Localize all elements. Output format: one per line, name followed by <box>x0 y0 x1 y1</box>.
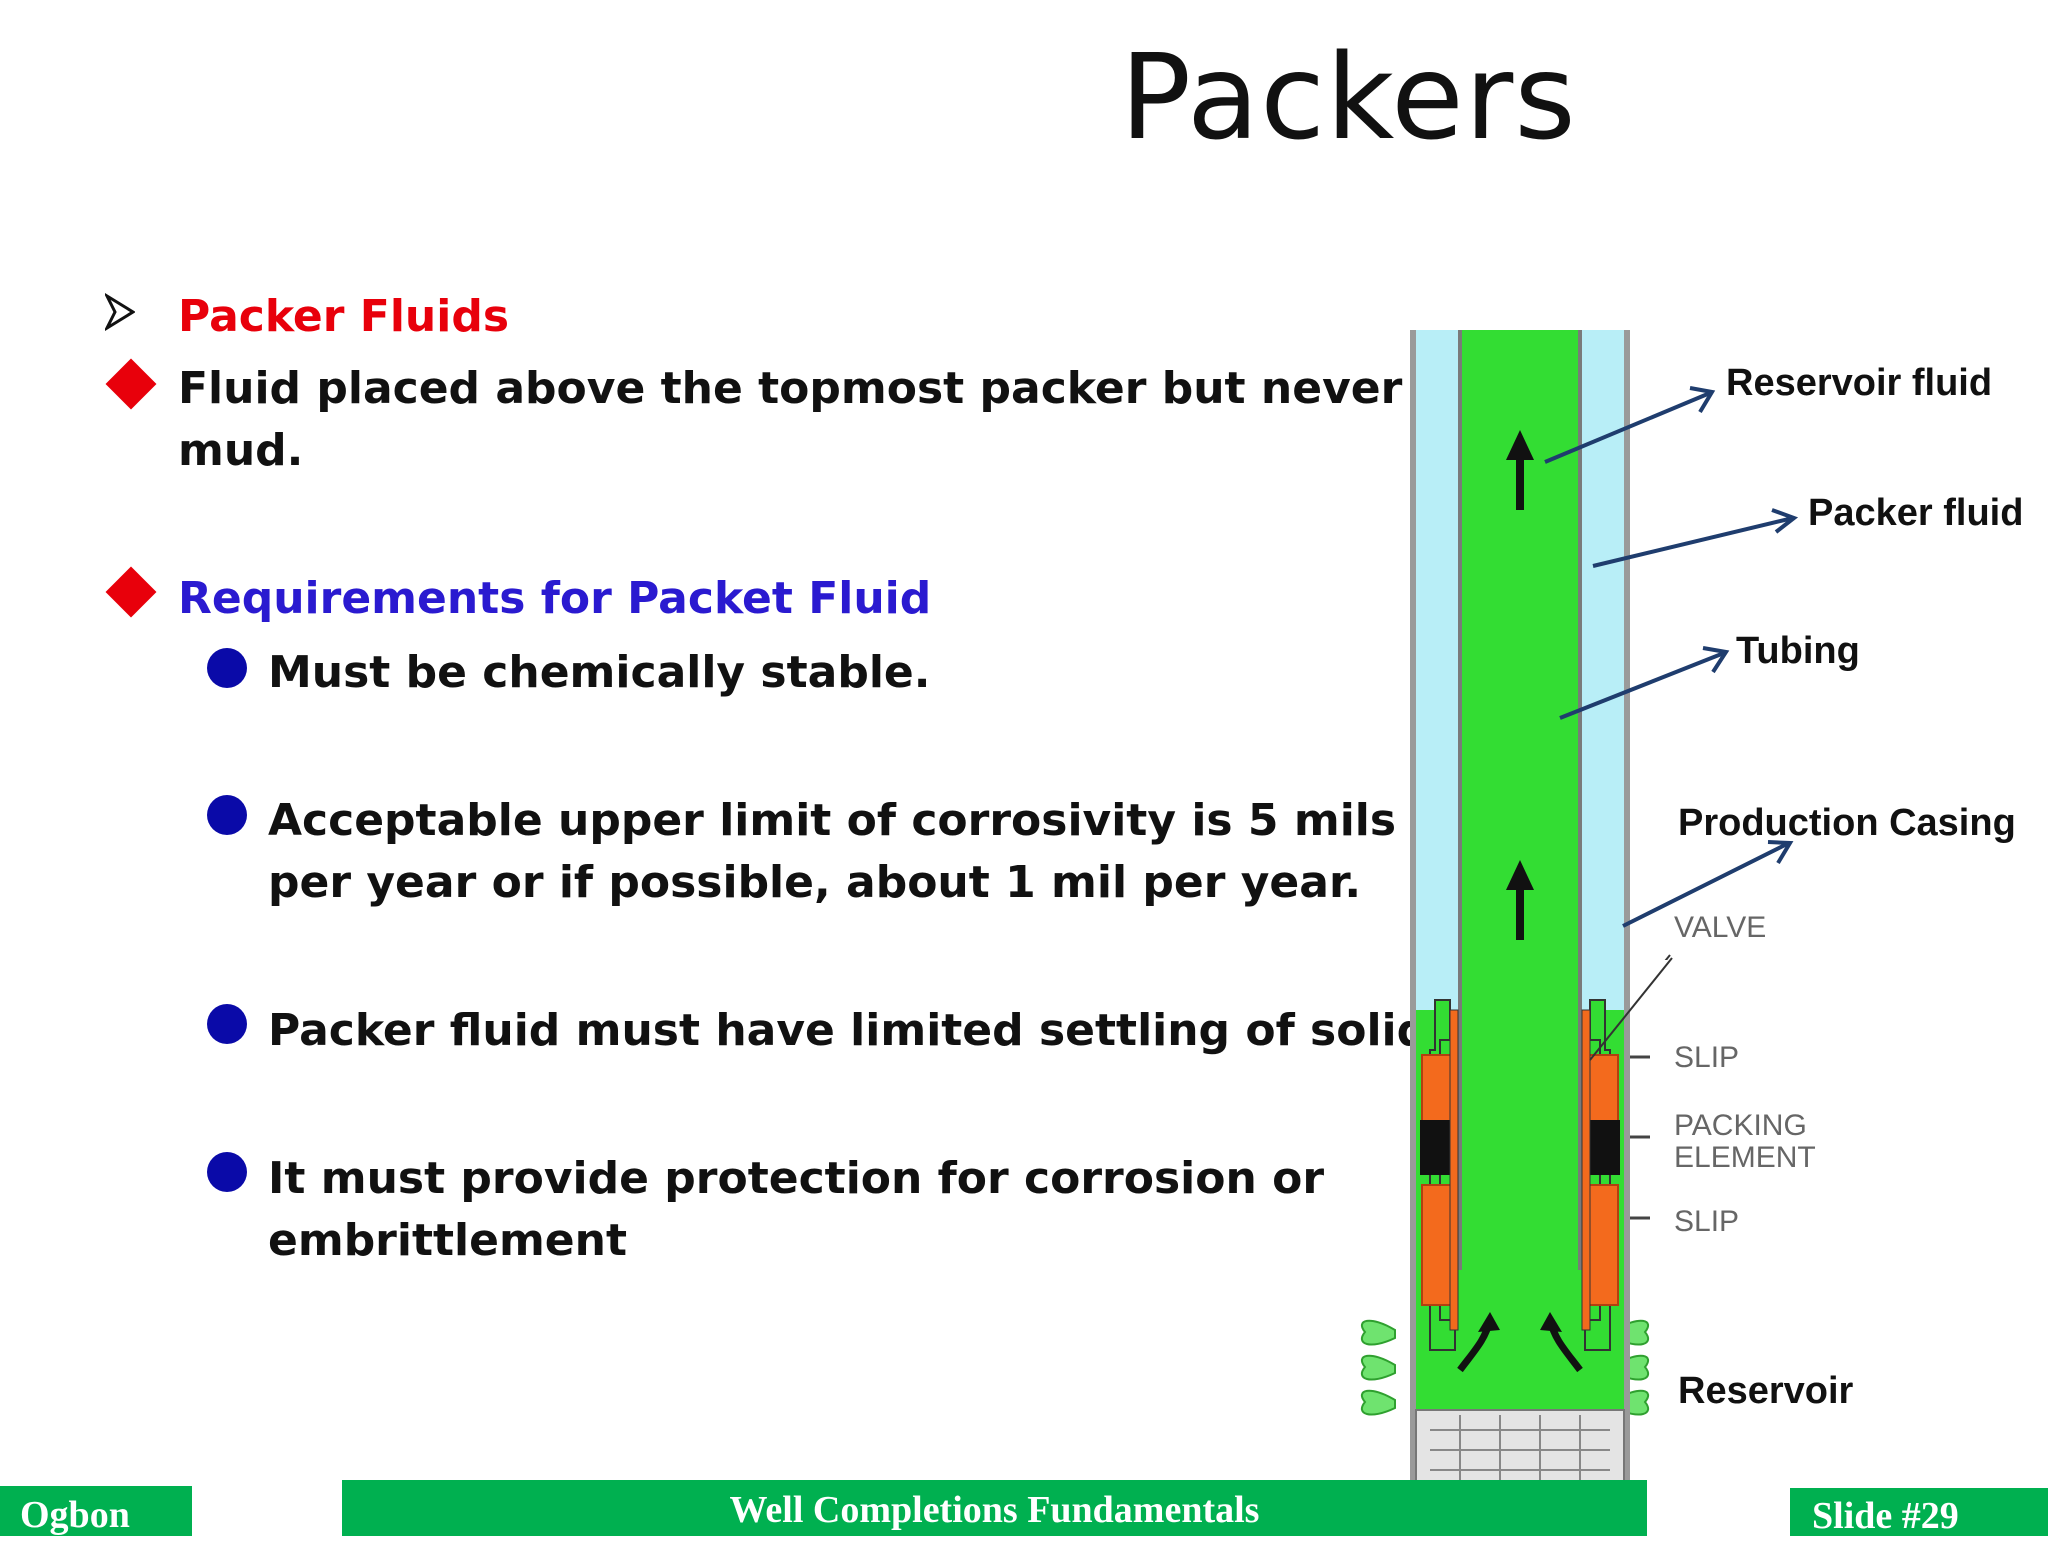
arrow-bullet-icon <box>105 293 135 331</box>
sub-bullet-4-line-2: embrittlement <box>268 1215 628 1266</box>
bullet-2-heading: Requirements for Packet Fluid <box>178 573 932 624</box>
label-valve: VALVE <box>1674 911 1767 944</box>
callout-arrows <box>1544 386 1799 960</box>
packer-diagram <box>1360 330 1650 1491</box>
label-element: ELEMENT <box>1674 1141 1816 1174</box>
footer-slide-number: Slide #29 <box>1790 1488 2048 1537</box>
circle-bullet-icon <box>207 795 247 835</box>
label-slip-bottom: SLIP <box>1674 1205 1740 1238</box>
circle-bullet-icon <box>207 1004 247 1044</box>
label-reservoir: Reservoir <box>1678 1370 1854 1412</box>
circle-bullet-icon <box>207 648 247 688</box>
leader-lines <box>1589 957 1673 1220</box>
slide-title: Packers <box>1120 28 1577 166</box>
sub-bullet-2-line-1: Acceptable upper limit of corrosivity is… <box>268 795 1397 846</box>
casing-wall-right <box>1624 330 1630 1490</box>
footer-author: Ogbon <box>0 1486 192 1536</box>
bullet-1-line-1: Fluid placed above the topmost packer bu… <box>178 363 1403 414</box>
label-slip-top: SLIP <box>1674 1041 1740 1074</box>
label-tubing: Tubing <box>1736 630 1860 672</box>
diamond-bullet-icon <box>105 566 157 618</box>
label-packer-fluid: Packer fluid <box>1808 492 2024 534</box>
packer-right <box>1581 999 1620 1351</box>
casing-wall-left <box>1410 330 1416 1490</box>
sub-bullet-3: Packer fluid must have limited settling … <box>268 1005 1472 1056</box>
flow-up-arrows <box>1506 430 1534 940</box>
label-packing: PACKING <box>1674 1109 1807 1142</box>
sub-bullet-4-line-1: It must provide protection for corrosion… <box>268 1153 1325 1204</box>
circle-bullet-icon <box>207 1152 247 1192</box>
sub-bullet-1: Must be chemically stable. <box>268 647 931 698</box>
sub-bullet-2-line-2: per year or if possible, about 1 mil per… <box>268 857 1362 908</box>
bullet-1-line-2: mud. <box>178 425 304 476</box>
label-production-casing: Production Casing <box>1678 802 2016 844</box>
footer-course-title: Well Completions Fundamentals <box>342 1480 1647 1536</box>
label-reservoir-fluid: Reservoir fluid <box>1726 362 1993 404</box>
diamond-bullet-icon <box>105 358 157 410</box>
packer-left <box>1420 999 1459 1351</box>
section-heading: Packer Fluids <box>178 291 510 342</box>
